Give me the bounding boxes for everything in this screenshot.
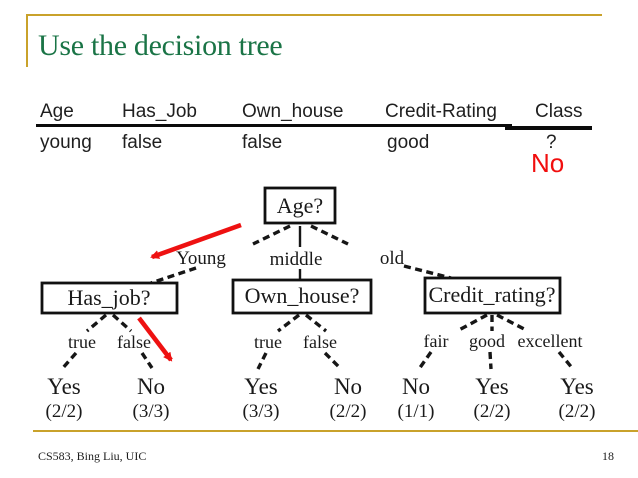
branch-label-old: old [380, 248, 405, 269]
node-box-own-house [231, 278, 373, 315]
table-header-rule [36, 124, 512, 127]
node-label-own-house: Own_house? [245, 283, 360, 308]
table-header-rule-class [505, 126, 592, 130]
table-header-own-house: Own_house [242, 101, 344, 122]
table-value-class: ? [546, 132, 557, 153]
branch-line-old-to-creditrating [403, 264, 452, 280]
title-accent-border-left [26, 14, 28, 67]
branch-line-credit-fair [458, 313, 488, 332]
branch-line-false-to-leaf4 [323, 351, 343, 371]
branch-line-credit-excellent [496, 313, 527, 332]
branch-line-hasjob-true [85, 313, 108, 333]
branch-line-true-to-leaf1 [60, 351, 78, 371]
branch-line-ownhouse-true [276, 313, 301, 333]
leaf-count-4: (2/2) [330, 401, 367, 422]
node-box-credit-rating [423, 276, 562, 315]
branch-line-true-to-leaf3 [256, 352, 268, 370]
leaf-count-3: (3/3) [243, 401, 280, 422]
table-value-has-job: false [122, 132, 163, 153]
leaf-label-2: No [137, 374, 165, 399]
leaf-count-1: (2/2) [46, 401, 83, 422]
branch-line-root-young [252, 224, 291, 246]
leaf-count-5: (1/1) [398, 401, 435, 422]
slide-title: Use the decision tree [38, 29, 283, 62]
branch-label-hasjob-true: true [68, 332, 96, 352]
leaf-label-3: Yes [244, 374, 278, 399]
page-number: 18 [602, 449, 614, 463]
table-header-credit-rating: Credit-Rating [385, 101, 497, 122]
branch-label-ownhouse-true: true [254, 332, 282, 352]
node-label-age: Age? [277, 193, 323, 218]
branch-line-hasjob-false [111, 313, 133, 333]
branch-label-middle: middle [270, 249, 323, 270]
branch-line-good-to-leaf6 [488, 351, 493, 370]
leaf-label-7: Yes [560, 374, 594, 399]
title-accent-border-top [26, 14, 602, 16]
footer-divider [33, 430, 638, 432]
footer-credit: CS583, Bing Liu, UIC [38, 449, 147, 463]
branch-line-excellent-to-leaf7 [557, 350, 575, 371]
branch-line-false-to-leaf2 [140, 352, 154, 369]
branch-line-fair-to-leaf5 [417, 351, 433, 370]
branch-label-young: Young [176, 248, 226, 269]
leaf-count-2: (3/3) [133, 401, 170, 422]
node-label-credit-rating: Credit_rating? [428, 282, 555, 307]
table-value-own-house: false [242, 132, 283, 153]
leaf-label-5: No [402, 374, 430, 399]
node-label-has-job: Has_job? [67, 285, 150, 310]
leaf-label-6: Yes [475, 374, 509, 399]
branch-label-credit-fair: fair [424, 331, 449, 351]
trace-arrow-hasjob-to-no [137, 316, 173, 362]
branch-label-ownhouse-false: false [303, 332, 337, 352]
table-header-age: Age [40, 101, 74, 122]
node-box-has-job [40, 281, 179, 315]
table-value-age: young [40, 132, 92, 153]
branch-line-ownhouse-false [304, 313, 328, 333]
leaf-label-1: Yes [47, 374, 81, 399]
branch-line-young-to-hasjob [150, 266, 197, 285]
table-header-class: Class [535, 101, 583, 122]
leaf-count-6: (2/2) [474, 401, 511, 422]
predicted-class-label: No [531, 148, 565, 178]
trace-arrow-root-to-hasjob [150, 222, 242, 260]
table-value-credit-rating: good [387, 132, 430, 153]
branch-label-hasjob-false: false [117, 332, 151, 352]
leaf-count-7: (2/2) [559, 401, 596, 422]
table-header-has-job: Has_Job [122, 101, 197, 122]
node-box-age [263, 186, 337, 225]
branch-label-credit-good: good [469, 331, 505, 351]
branch-line-root-old [310, 224, 349, 246]
branch-label-credit-excellent: excellent [518, 331, 583, 351]
leaf-label-4: No [334, 374, 362, 399]
